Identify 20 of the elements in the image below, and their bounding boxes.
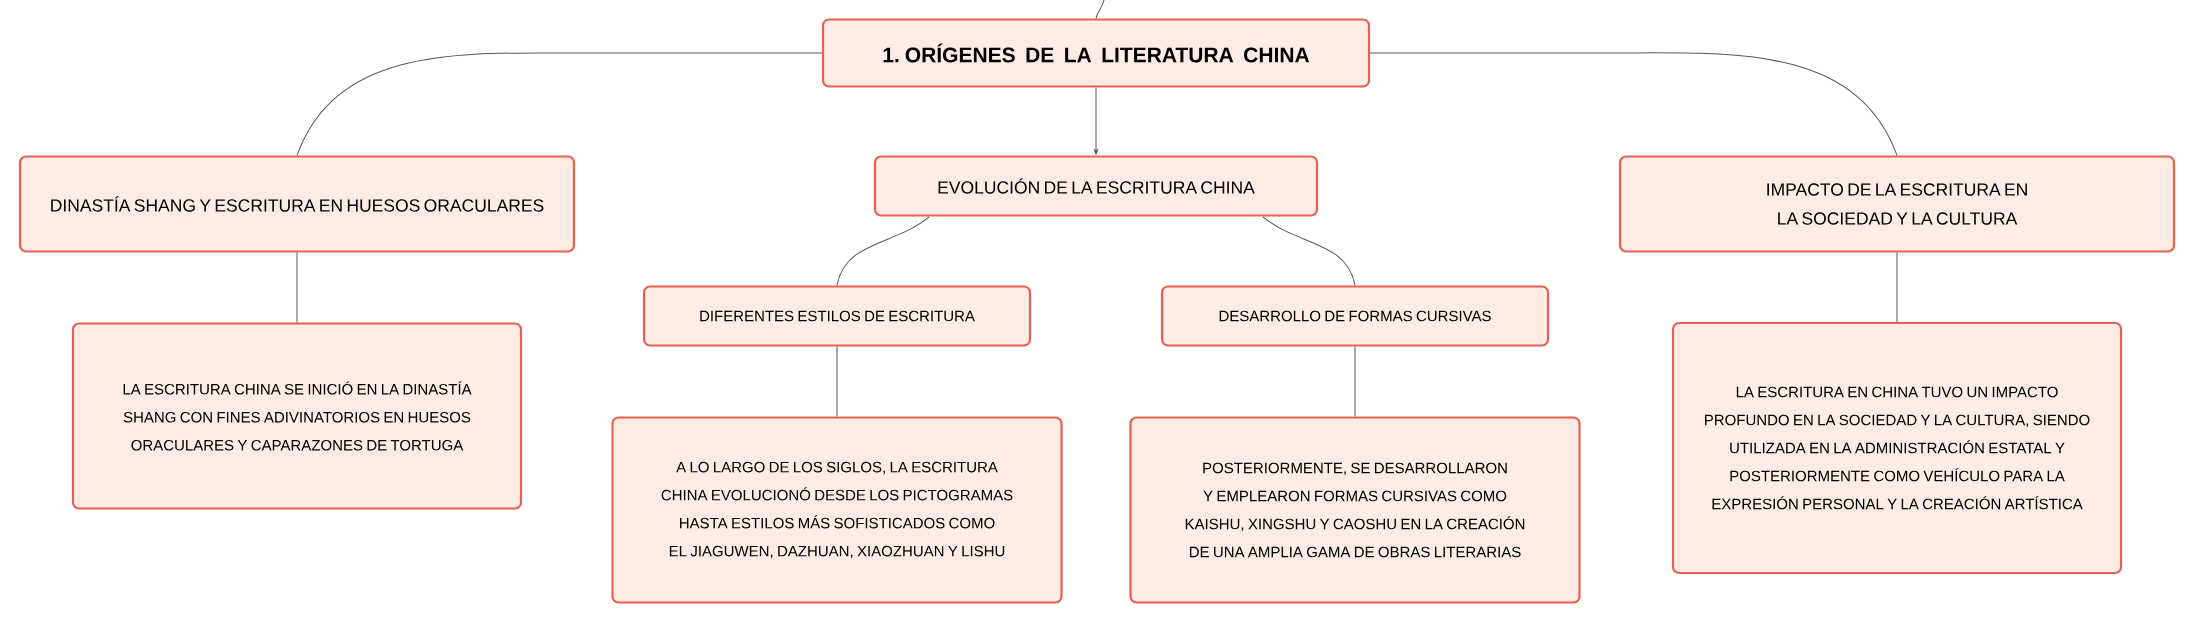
connector [296,52,823,156]
connector [1262,216,1356,286]
connector [836,216,930,286]
connector [296,252,298,323]
connector [1369,52,1898,156]
topic-box: EVOLUCIÓN DE LA ESCRITURA CHINA [873,155,1319,217]
description-box: LA ESCRITURA EN CHINA TUVO UN IMPACTO PROFUNDO EN LA SOCIEDAD Y LA CULTURA, SIENDO UTILIZADA EN LA ADMINISTRACIÓN ESTATAL Y POSTERIORMENTE COMO VEHÍCULO PARA LA EXPRESIÓN PERSONAL Y LA CREACIÓN ARTÍSTICA [1671,321,2123,575]
subtopic-box: DIFERENTES ESTILOS DE ESCRITURA [642,285,1032,347]
connector [1896,252,1898,323]
connector [1094,87,1098,155]
description-box: LA ESCRITURA CHINA SE INICIÓ EN LA DINASTÍA SHANG CON FINES ADIVINATORIOS EN HUESOS ORACULARES Y CAPARAZONES DE TORTUGA [71,322,523,510]
subtopic-box: DESARROLLO DE FORMAS CURSIVAS [1160,285,1550,347]
connector [1354,346,1356,417]
connector [1095,0,1105,19]
connector [836,346,838,417]
description-box: A LO LARGO DE LOS SIGLOS, LA ESCRITURA CHINA EVOLUCIONÓ DESDE LOS PICTOGRAMAS HASTA ESTILOS MÁS SOFISTICADOS COMO EL JIAGUWEN, DAZHUAN, XIAOZHUAN Y LISHU [611,416,1063,604]
title-box: 1. ORÍGENES DE LA LITERATURA CHINA [821,18,1371,88]
topic-box: DINASTÍA SHANG Y ESCRITURA EN HUESOS ORACULARES [18,155,576,253]
description-box: POSTERIORMENTE, SE DESARROLLARON Y EMPLEARON FORMAS CURSIVAS COMO KAISHU, XINGSHU Y CAOSHU EN LA CREACIÓN DE UNA AMPLIA GAMA DE OBRAS LITERARIAS [1129,416,1581,604]
topic-box: IMPACTO DE LA ESCRITURA EN LA SOCIEDAD Y LA CULTURA [1618,155,2176,253]
